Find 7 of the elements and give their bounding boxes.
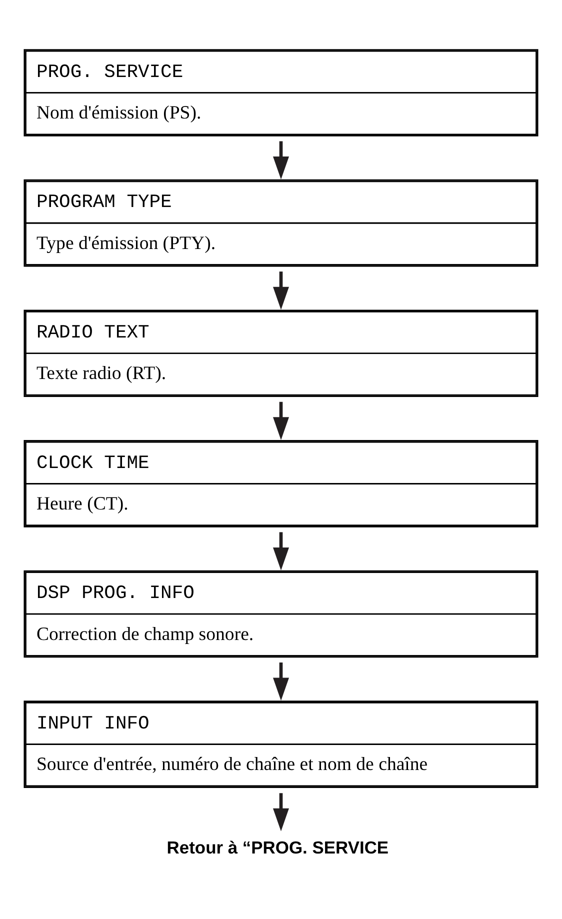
arrow <box>273 141 289 180</box>
arrow <box>273 272 289 310</box>
arrow <box>273 662 289 701</box>
arrow <box>273 532 289 570</box>
arrow <box>273 793 289 832</box>
arrow <box>273 402 289 440</box>
node-text: Retour à “PROG. SERVICE <box>166 838 389 858</box>
